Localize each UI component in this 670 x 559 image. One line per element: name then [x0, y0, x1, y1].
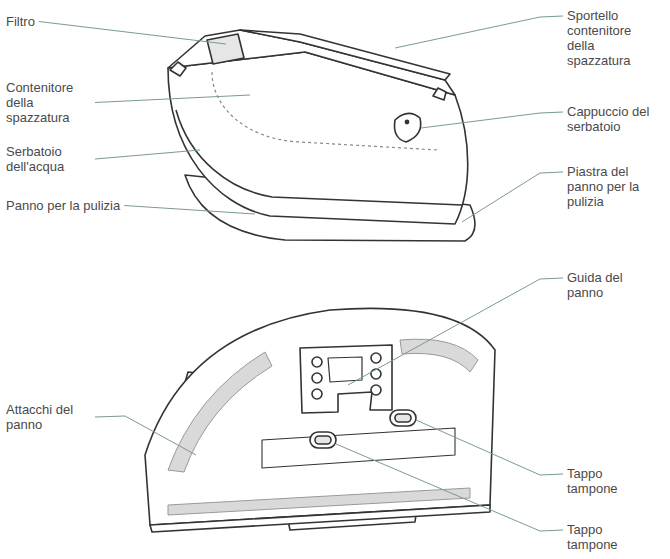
plug-inner [395, 414, 411, 422]
part-label: Contenitore della spazzatura [6, 80, 91, 125]
leader-line [462, 172, 563, 222]
recess [262, 428, 455, 468]
leader-line [95, 95, 250, 103]
leader-line [416, 420, 563, 475]
leader-line [395, 16, 563, 48]
leader-line [336, 444, 563, 531]
part-label: Filtro [6, 14, 35, 29]
leader-line [39, 22, 226, 45]
plate [145, 308, 495, 525]
clip [433, 88, 446, 100]
door [240, 30, 450, 80]
filter [207, 34, 244, 64]
cap-dot [405, 120, 408, 123]
hole [312, 357, 322, 367]
tank-line [176, 110, 462, 205]
plug [390, 410, 416, 426]
part-label: Serbatoio dell'acqua [6, 144, 91, 174]
leader-line [348, 278, 563, 385]
part-label: Tappo tampone [567, 522, 637, 552]
hole [371, 369, 381, 379]
top-face [168, 30, 455, 95]
part-label: Panno per la pulizia [6, 198, 120, 213]
leader-line [124, 206, 255, 215]
bin-outline [212, 72, 438, 150]
nub [170, 62, 186, 76]
part-label: Attacchi del panno [6, 402, 91, 432]
hole [371, 353, 381, 363]
plug [310, 432, 336, 448]
leader-line [95, 416, 196, 455]
leader-line [95, 150, 200, 159]
strip-left [168, 352, 272, 472]
strip-right [400, 339, 478, 372]
plug-inner [315, 436, 331, 444]
strip-bottom [168, 488, 470, 515]
hole [312, 373, 322, 383]
part-label: Tappo tampone [567, 466, 637, 496]
part-label: Cappuccio del serbatoio [567, 104, 663, 134]
tank-cap [394, 113, 420, 142]
hole [312, 389, 322, 399]
part-label: Piastra del panno per la pulizia [567, 164, 657, 209]
top-view [168, 30, 475, 241]
part-label: Guida del panno [567, 270, 642, 300]
hole [371, 385, 381, 395]
bottom-view [145, 308, 495, 532]
leader-line [421, 112, 563, 128]
part-label: Sportello contenitore della spazzatura [567, 8, 659, 68]
guide-slot [328, 357, 362, 382]
guide [300, 345, 392, 413]
